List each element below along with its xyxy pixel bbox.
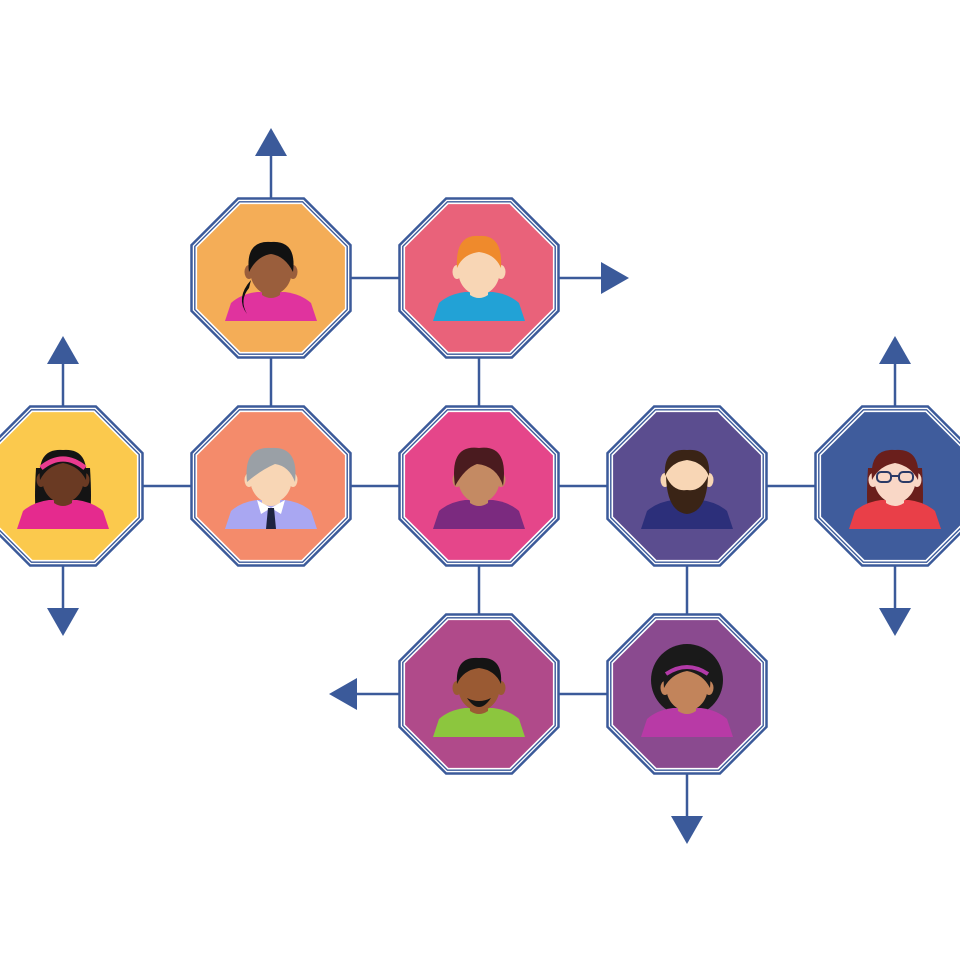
person-avatar-icon [225,241,317,321]
arrowhead-icon [879,608,911,636]
person-node-man-gray-tie [190,405,352,567]
arrowhead-icon [329,678,357,710]
person-node-woman-curly [606,613,768,775]
person-avatar-icon [641,644,733,737]
person-node-man-green-shirt [398,613,560,775]
person-node-man-ginger [398,197,560,359]
person-avatar-icon [849,449,941,529]
person-avatar-icon [225,447,317,529]
person-avatar-icon [17,449,109,529]
person-node-woman-headband [0,405,144,567]
person-node-woman-glasses [814,405,960,567]
arrowhead-icon [601,262,629,294]
arrowhead-icon [671,816,703,844]
person-avatar-icon [641,449,733,529]
person-node-woman-short-hair [398,405,560,567]
arrowhead-icon [47,336,79,364]
arrowhead-icon [47,608,79,636]
person-nodes [0,197,960,775]
person-avatar-icon [433,235,525,321]
arrowhead-icon [255,128,287,156]
arrowhead-icon [879,336,911,364]
person-avatar-icon [433,657,525,737]
person-avatar-icon [433,447,525,529]
person-node-woman-ponytail [190,197,352,359]
person-node-man-beard [606,405,768,567]
